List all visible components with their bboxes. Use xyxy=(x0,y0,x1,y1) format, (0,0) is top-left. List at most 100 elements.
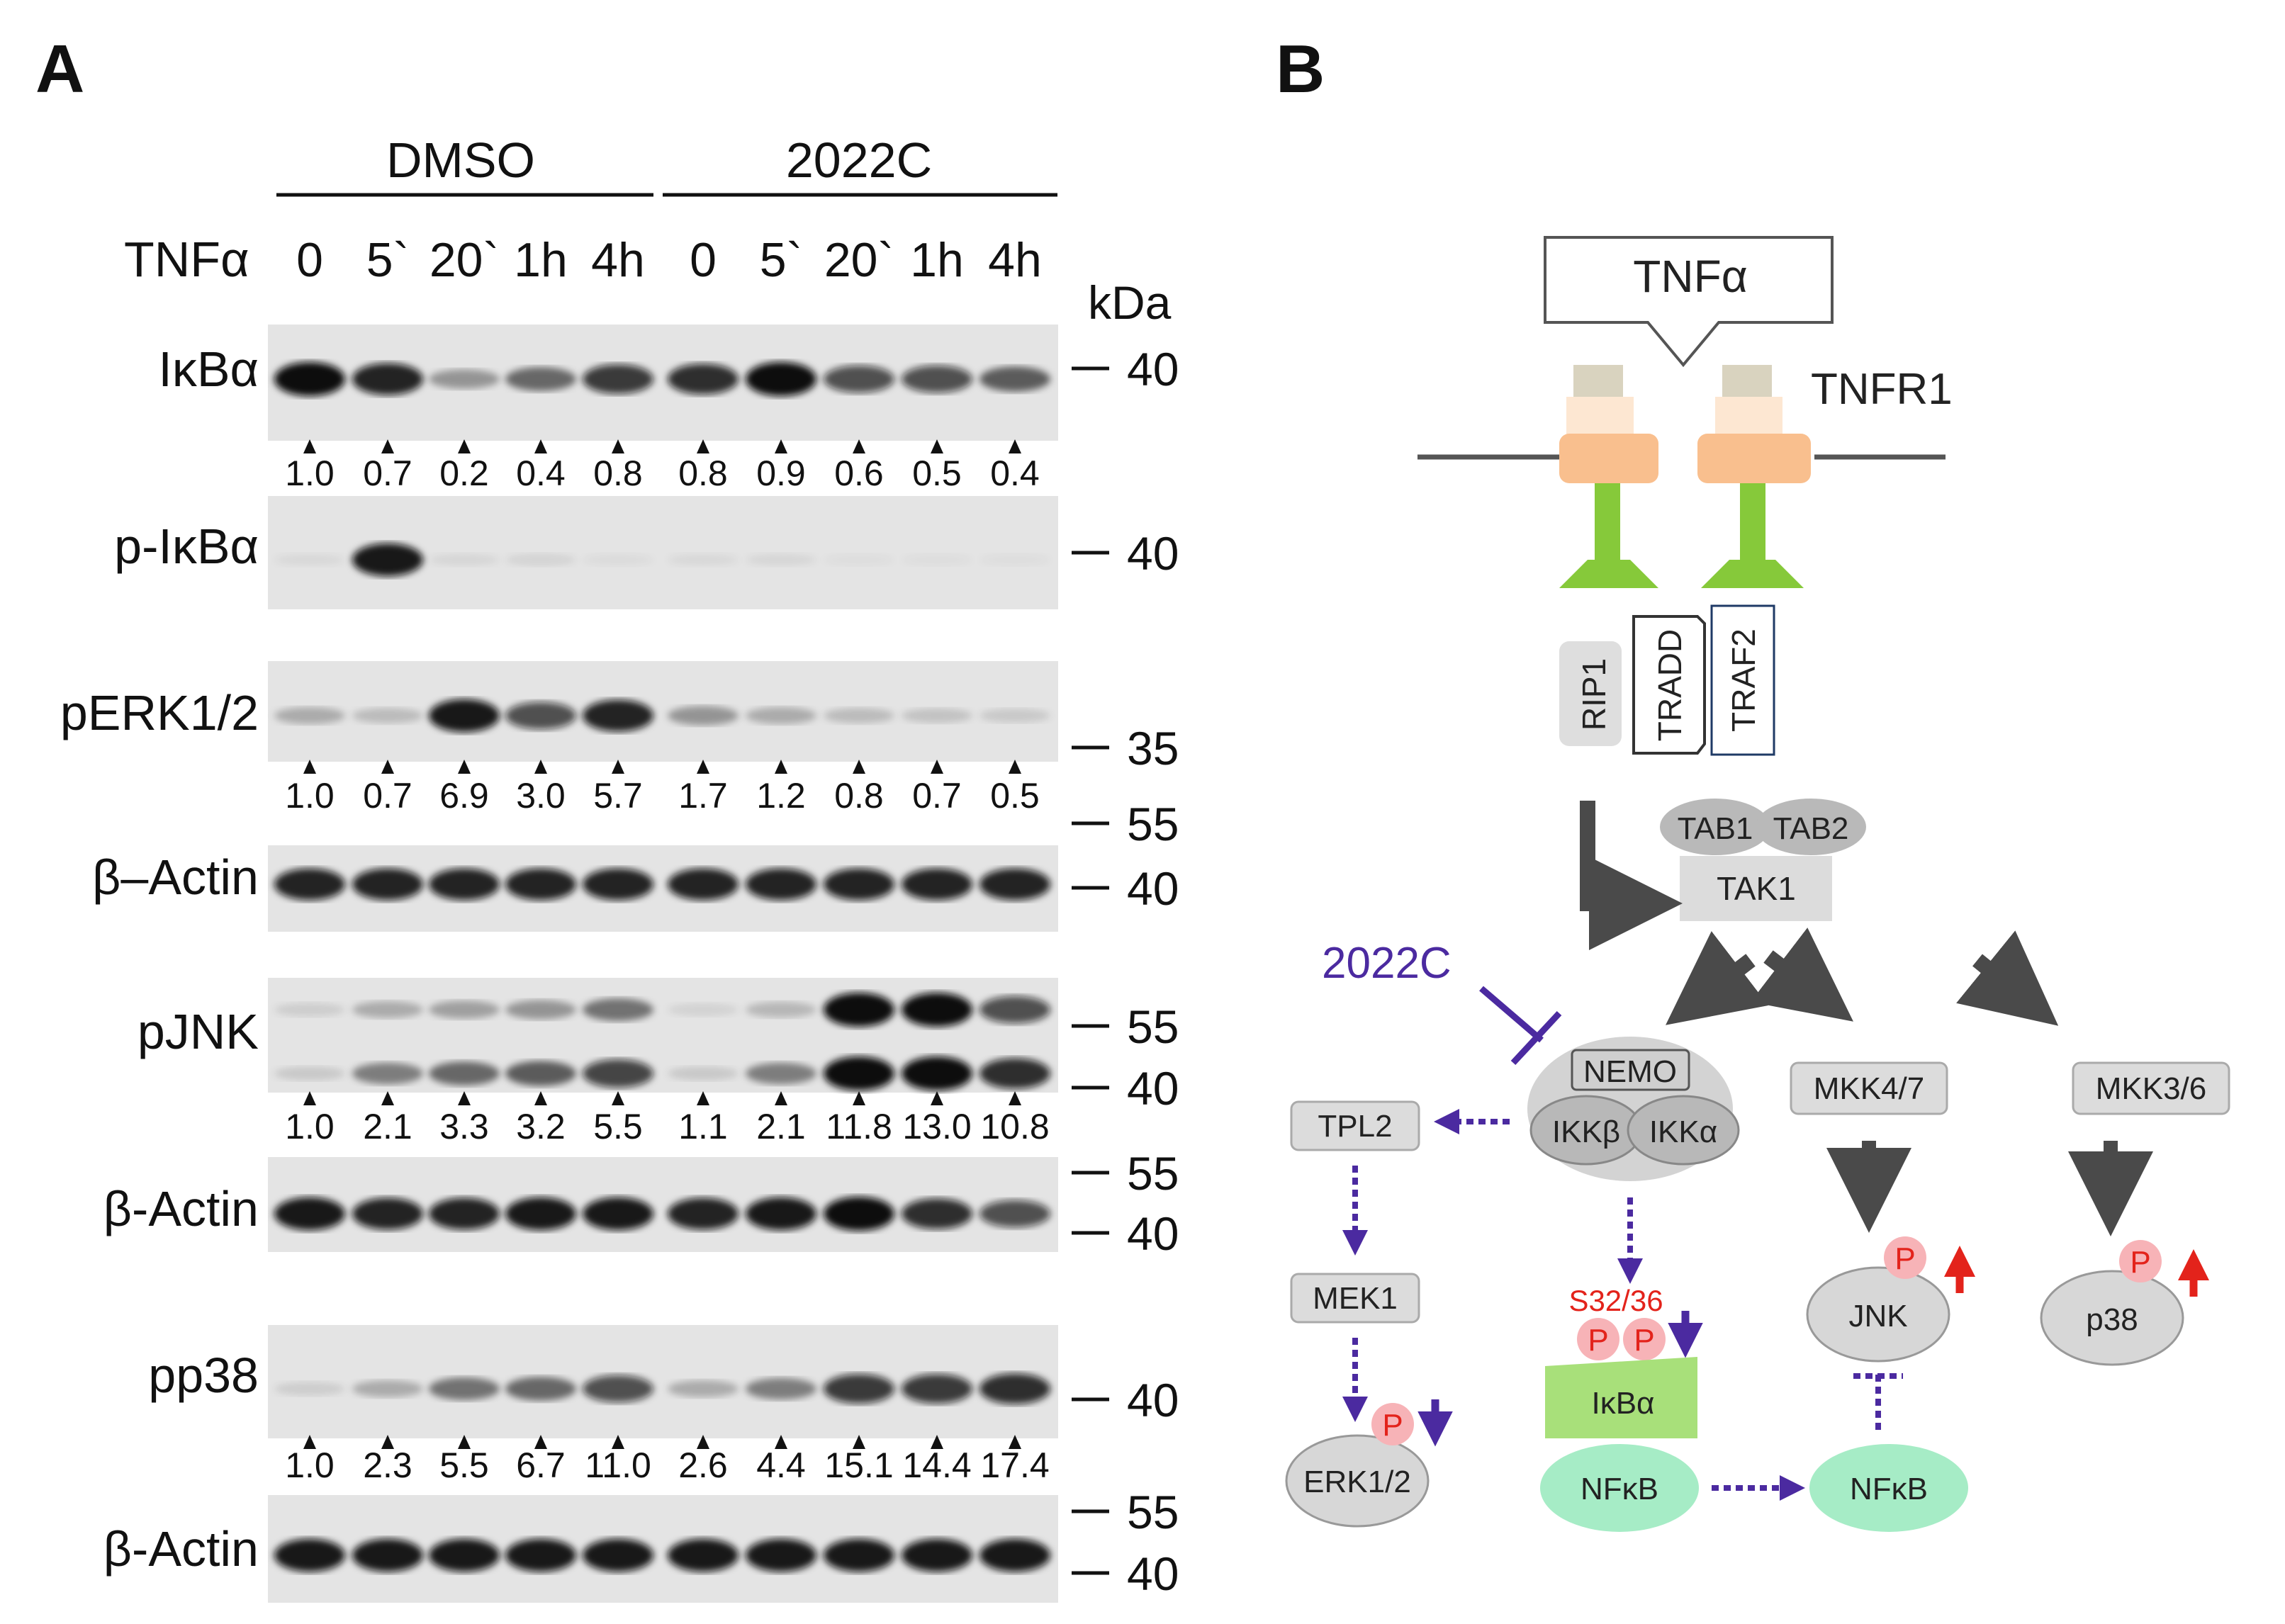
ikba-phospho-badge-1 xyxy=(1577,1318,1619,1360)
band xyxy=(274,707,345,724)
kda-label: kDa xyxy=(1088,276,1172,329)
quant-value: 5.7 xyxy=(593,776,643,816)
ikka-node xyxy=(1627,1095,1740,1166)
quant-value: 5.5 xyxy=(439,1445,489,1485)
band xyxy=(274,553,345,566)
quant-arrowhead xyxy=(381,760,394,774)
band xyxy=(274,1003,345,1017)
inhibitor-2022c-label: 2022C xyxy=(1322,939,1452,988)
marker-label: 40 xyxy=(1127,343,1179,395)
band xyxy=(352,1001,423,1018)
band xyxy=(429,1061,500,1086)
nfkb-node-free xyxy=(1809,1444,1968,1532)
quant-arrowhead xyxy=(303,1435,316,1449)
quant-value: 0.8 xyxy=(678,453,728,493)
band xyxy=(824,993,894,1027)
marker-label: 40 xyxy=(1127,527,1179,580)
quant-value: 1.2 xyxy=(756,776,806,816)
nfkb-free-label: NFκB xyxy=(1850,1472,1928,1506)
quant-value: 0.5 xyxy=(990,776,1040,816)
quant-arrowhead xyxy=(381,1435,394,1449)
band xyxy=(505,701,576,730)
tradd-label: TRADD xyxy=(1651,629,1688,741)
marker-label: 55 xyxy=(1127,1486,1179,1538)
time-label: 5` xyxy=(366,233,409,287)
site-label: S32/36 xyxy=(1568,1284,1663,1317)
tnfr1-receptor-right xyxy=(1697,365,1811,588)
tab1-label: TAB1 xyxy=(1678,811,1753,846)
time-label: 1h xyxy=(910,233,964,287)
quant-value: 0.8 xyxy=(593,453,643,493)
marker-label: 55 xyxy=(1127,1000,1179,1053)
tnfr1-label: TNFR1 xyxy=(1811,365,1953,414)
band xyxy=(352,1538,423,1572)
band xyxy=(583,699,653,732)
quant-value: 0.4 xyxy=(516,453,566,493)
nfkb-bound-label: NFκB xyxy=(1581,1472,1658,1506)
band xyxy=(668,868,739,901)
quant-arrowhead xyxy=(1009,1091,1021,1105)
mkk47-label: MKK4/7 xyxy=(1814,1071,1925,1106)
band xyxy=(583,1375,653,1403)
band xyxy=(583,553,653,566)
band xyxy=(583,1059,653,1088)
quant-value: 2.6 xyxy=(678,1445,728,1485)
band xyxy=(429,369,500,389)
time-label: 0 xyxy=(296,233,323,287)
quant-value: 0.6 xyxy=(834,453,884,493)
band xyxy=(668,1197,739,1230)
quant-arrowhead xyxy=(381,1091,394,1105)
band xyxy=(274,362,345,396)
band xyxy=(824,1056,894,1090)
quant-value: 11.0 xyxy=(585,1445,651,1485)
quant-arrowhead xyxy=(458,1091,471,1105)
band xyxy=(505,868,576,901)
band xyxy=(824,365,894,393)
quant-arrowhead xyxy=(853,760,865,774)
tak1-label: TAK1 xyxy=(1717,870,1796,907)
quant-arrowhead xyxy=(458,439,471,453)
blot-label: pp38 xyxy=(148,1348,259,1403)
band xyxy=(429,868,500,901)
band xyxy=(583,364,653,394)
tak1-to-mkk36-arrow xyxy=(1956,930,2059,1026)
time-label: 0 xyxy=(690,233,717,287)
quant-arrowhead xyxy=(931,1091,943,1105)
quant-value: 17.4 xyxy=(980,1445,1049,1485)
band xyxy=(352,363,423,395)
quant-arrowhead xyxy=(931,439,943,453)
blot-label: p-IκBα xyxy=(114,519,259,574)
tak1-box xyxy=(1680,856,1832,921)
blot-1: p-IκBα 40 xyxy=(114,496,1179,609)
tnfa-ligand-label: TNFα xyxy=(1633,251,1747,302)
quant-value: 1.0 xyxy=(285,1445,335,1485)
quant-value: 1.1 xyxy=(678,1107,728,1146)
time-label: 20` xyxy=(430,233,499,287)
mkk36-label: MKK3/6 xyxy=(2096,1071,2207,1106)
quant-arrowhead xyxy=(534,1435,547,1449)
quant-value: 0.7 xyxy=(912,776,962,816)
quant-arrowhead xyxy=(697,760,709,774)
quant-value: 0.5 xyxy=(912,453,962,493)
quant-value: 0.4 xyxy=(990,453,1040,493)
band xyxy=(429,1197,500,1230)
tab2-label: TAB2 xyxy=(1773,811,1849,846)
marker-label: 40 xyxy=(1127,1062,1179,1115)
tab2-node xyxy=(1756,799,1866,855)
band xyxy=(429,699,500,733)
quant-arrowhead xyxy=(458,760,471,774)
quant-value: 0.2 xyxy=(439,453,489,493)
band xyxy=(274,1538,345,1572)
jnk-label: JNK xyxy=(1848,1299,1907,1333)
quant-value: 6.7 xyxy=(516,1445,566,1485)
band xyxy=(902,1056,972,1090)
ikba-phospho-badge-2 xyxy=(1623,1318,1666,1360)
quant-value: 1.7 xyxy=(678,776,728,816)
band xyxy=(668,553,739,566)
band xyxy=(668,1380,739,1397)
